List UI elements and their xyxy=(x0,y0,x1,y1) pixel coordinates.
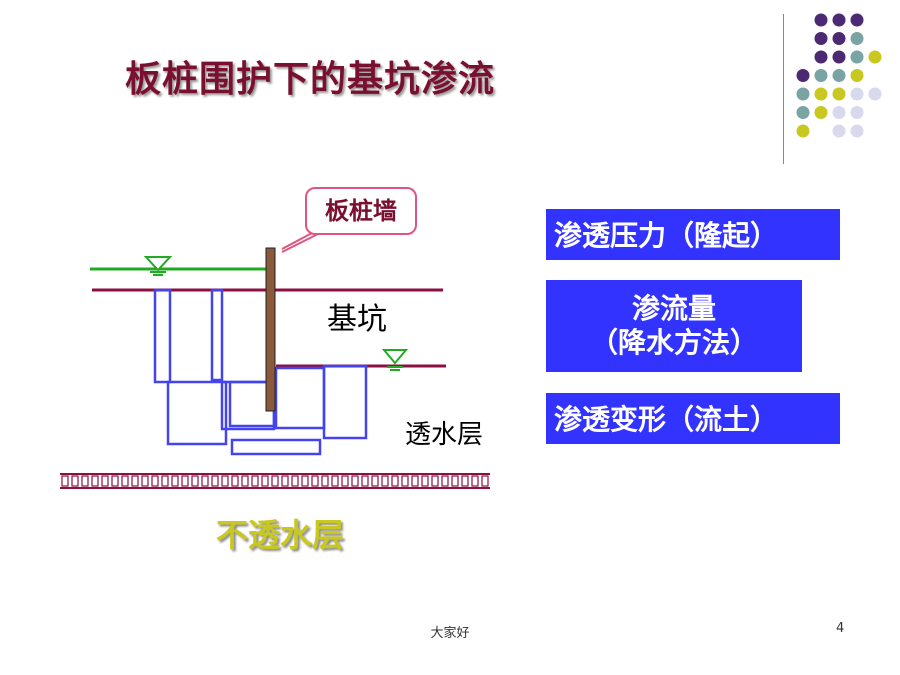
decorative-dot xyxy=(832,50,846,64)
hatch-mark xyxy=(481,475,489,487)
decorative-dot xyxy=(850,87,864,101)
decorative-dot xyxy=(832,13,846,27)
slide-footer: 大家好 xyxy=(430,626,470,641)
seepage-flow-title: 渗流量 xyxy=(631,292,716,325)
hatch-mark xyxy=(431,475,439,487)
decorative-dot xyxy=(850,32,864,45)
hatch-mark xyxy=(101,475,109,487)
water-level-icon xyxy=(381,349,409,371)
decorative-dot xyxy=(814,32,828,45)
page-number: 4 xyxy=(836,621,845,636)
hatch-mark xyxy=(301,475,309,487)
decorative-dot xyxy=(850,69,864,82)
decorative-dot-grid xyxy=(796,13,882,138)
sheet-pile-wall xyxy=(265,247,276,412)
decorative-dot xyxy=(814,87,828,101)
decorative-dot xyxy=(796,87,810,101)
hatch-mark xyxy=(211,475,219,487)
hatch-mark xyxy=(151,475,159,487)
decorative-dot xyxy=(832,69,846,82)
hatch-mark xyxy=(201,475,209,487)
hatch-mark xyxy=(351,475,359,487)
hatch-mark xyxy=(341,475,349,487)
hatch-mark xyxy=(71,475,79,487)
hatch-mark xyxy=(161,475,169,487)
hatch-mark xyxy=(331,475,339,487)
hatch-mark xyxy=(261,475,269,487)
sheet-pile-wall-callout: 板桩墙 xyxy=(305,187,417,235)
hatch-mark xyxy=(291,475,299,487)
hatch-mark xyxy=(171,475,179,487)
water-level-icon xyxy=(143,256,173,276)
decorative-dot xyxy=(850,124,864,138)
hatch-mark xyxy=(91,475,99,487)
hatch-mark xyxy=(421,475,429,487)
hatch-mark xyxy=(411,475,419,487)
decorative-dot xyxy=(814,13,828,27)
decorative-dot xyxy=(850,50,864,64)
hatch-mark xyxy=(271,475,279,487)
hatch-mark xyxy=(61,475,69,487)
hatch-mark xyxy=(401,475,409,487)
hatch-mark xyxy=(191,475,199,487)
decorative-divider xyxy=(783,14,784,164)
impermeable-layer-hatch xyxy=(60,473,490,489)
page-title: 板桩围护下的基坑渗流 xyxy=(125,59,496,100)
pit-label: 基坑 xyxy=(327,302,387,337)
decorative-dot xyxy=(832,106,846,119)
hatch-mark xyxy=(461,475,469,487)
permeable-layer-label: 透水层 xyxy=(405,420,484,450)
hatch-mark xyxy=(81,475,89,487)
hatch-mark xyxy=(281,475,289,487)
decorative-dot xyxy=(850,106,864,119)
impermeable-layer-label: 不透水层 xyxy=(216,516,345,554)
hatch-mark xyxy=(391,475,399,487)
decorative-dot xyxy=(868,87,882,101)
decorative-dot xyxy=(796,124,810,138)
hatch-mark xyxy=(111,475,119,487)
hatch-mark xyxy=(371,475,379,487)
decorative-dot xyxy=(832,124,846,138)
hatch-mark xyxy=(441,475,449,487)
decorative-dot xyxy=(796,106,810,119)
hatch-mark xyxy=(471,475,479,487)
dewatering-method-label: （降水方法） xyxy=(589,325,758,359)
seepage-flow-box: 渗流量 （降水方法） xyxy=(546,280,802,372)
hatch-mark xyxy=(231,475,239,487)
decorative-dot xyxy=(868,50,882,64)
hatch-mark xyxy=(251,475,259,487)
hatch-mark xyxy=(321,475,329,487)
decorative-dot xyxy=(814,69,828,82)
seepage-pressure-box: 渗透压力（隆起） xyxy=(546,209,840,260)
hatch-mark xyxy=(241,475,249,487)
hatch-mark xyxy=(131,475,139,487)
decorative-dot xyxy=(796,69,810,82)
hatch-mark xyxy=(121,475,129,487)
decorative-dot xyxy=(832,87,846,101)
hatch-mark xyxy=(451,475,459,487)
hatch-mark xyxy=(361,475,369,487)
decorative-dot xyxy=(814,106,828,119)
seepage-deformation-box: 渗透变形（流土） xyxy=(546,393,840,444)
hatch-mark xyxy=(141,475,149,487)
flow-net xyxy=(153,288,368,456)
hatch-mark xyxy=(221,475,229,487)
decorative-dot xyxy=(832,32,846,45)
hatch-mark xyxy=(181,475,189,487)
hatch-mark xyxy=(311,475,319,487)
decorative-dot xyxy=(850,13,864,27)
decorative-dot xyxy=(814,50,828,64)
hatch-mark xyxy=(381,475,389,487)
